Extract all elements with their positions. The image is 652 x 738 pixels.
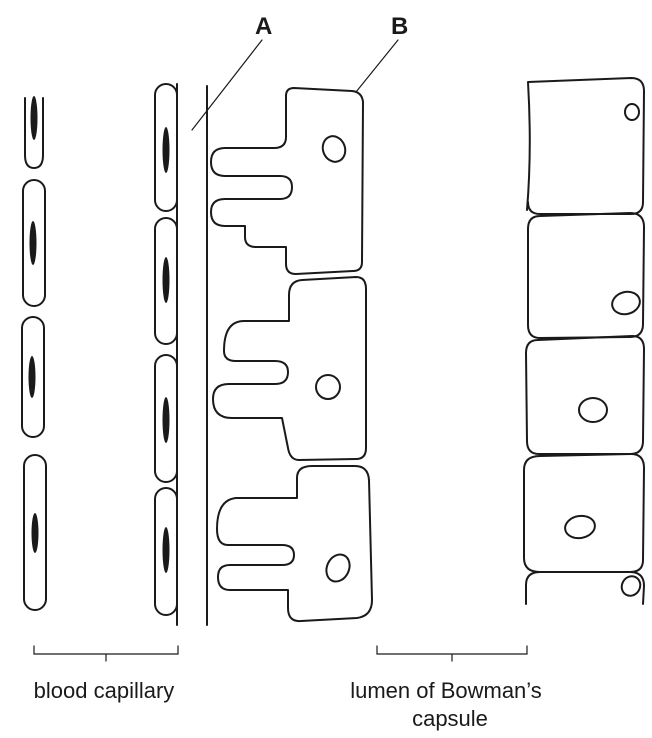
lining-cell [527,78,644,214]
capillary-right-cells [155,84,177,615]
cell-nucleus [163,127,170,173]
bowman-capsule-caption-line2: capsule [412,706,488,731]
podocyte-cell [211,88,363,274]
lining-cell-nucleus [610,289,643,317]
bowman-capsule-bracket [377,646,527,661]
bowman-capsule-caption-line1: lumen of Bowman’s [350,678,542,703]
cell-nucleus [163,527,170,573]
cell-nucleus [29,356,36,398]
podocyte-cell [213,277,366,460]
lining-cell [526,572,644,604]
lining-cell-nucleus [579,398,607,422]
blood-capillary-bracket [34,646,178,661]
cell-nucleus [163,397,170,443]
label-b: B [391,13,408,40]
lining-cell-nucleus [563,514,596,541]
capsule-lining-cells [524,78,644,604]
podocyte-nucleus [322,551,354,586]
cell-nucleus [163,257,170,303]
blood-capillary-caption: blood capillary [34,678,175,703]
label-a-pointer [192,40,262,130]
lining-cell [528,213,644,338]
podocytes [211,88,372,621]
label-a: A [255,13,272,40]
cell-nucleus [30,221,37,265]
label-b-pointer [356,40,398,92]
cell-nucleus [32,513,39,553]
podocyte-nucleus [316,375,340,399]
lining-cell [526,336,644,454]
capillary-left-cells [22,96,46,610]
lining-cell-nucleus [618,573,644,599]
podocyte-nucleus [319,133,349,165]
lining-cell [524,454,644,572]
lining-cell-nucleus [625,104,639,120]
podocyte-cell [217,466,372,621]
cell-nucleus [31,96,38,140]
